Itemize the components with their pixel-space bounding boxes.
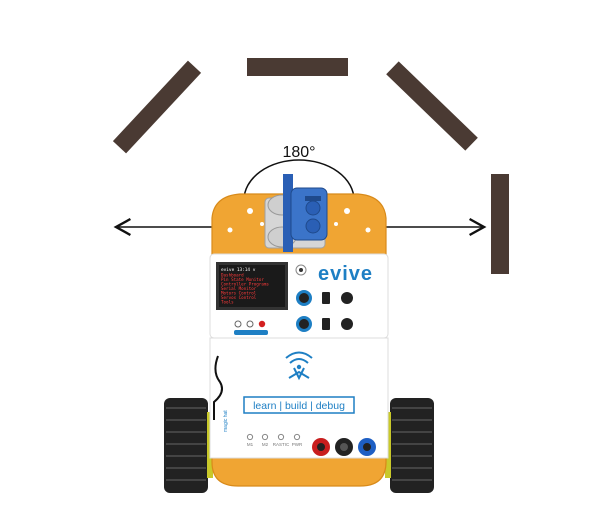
svg-text:Dashboard: Dashboard [221, 273, 244, 278]
sweep-label: 180° [282, 144, 315, 161]
tft-screen: evive 13:14 v Dashboard Pin State Monito… [216, 262, 288, 310]
svg-text:Serial Monitor: Serial Monitor [221, 286, 257, 291]
signal-logo-icon [285, 351, 313, 381]
potentiometer-1[interactable] [296, 290, 312, 306]
status-leds [234, 320, 268, 335]
right-wheel [385, 398, 434, 493]
sweep-arc [243, 159, 355, 201]
port-label-pwr: PWR [292, 442, 303, 447]
obstacle-right [491, 174, 509, 274]
svg-text:Motors Control: Motors Control [221, 291, 257, 296]
tagline-bar [243, 396, 355, 414]
wire [213, 355, 223, 420]
tagline: learn | build | debug [253, 400, 345, 412]
svg-text:Servos Control: Servos Control [221, 295, 257, 300]
chassis-holes [227, 208, 371, 233]
slide-switch-1[interactable] [322, 292, 330, 304]
jack-red[interactable] [312, 438, 330, 456]
obstacle-top-right [386, 61, 478, 151]
port-label-m1: M1 [247, 442, 254, 447]
svg-text:Pin State Monitor: Pin State Monitor [221, 277, 264, 282]
obstacle-top-left [112, 60, 202, 154]
tactile-button-2[interactable] [341, 318, 353, 330]
svg-text:Tools: Tools [221, 300, 234, 305]
left-wheel [164, 398, 213, 493]
jack-black[interactable] [335, 438, 353, 456]
tactile-button-1[interactable] [341, 292, 353, 304]
brand-logo: evive [318, 263, 373, 285]
port-label-m2: M2 [262, 442, 269, 447]
port-label-rastic: RASTIC [273, 442, 290, 447]
svg-text:evive 13:14 v: evive 13:14 v [221, 267, 256, 273]
side-label: magic hat [223, 410, 229, 432]
slide-switch-2[interactable] [322, 318, 330, 330]
jack-blue[interactable] [358, 438, 376, 456]
potentiometer-2[interactable] [296, 316, 312, 332]
obstacle-top [247, 58, 348, 76]
port-leds [246, 433, 301, 441]
svg-text:Controller Programs: Controller Programs [221, 282, 269, 287]
servo-bracket [283, 174, 328, 252]
